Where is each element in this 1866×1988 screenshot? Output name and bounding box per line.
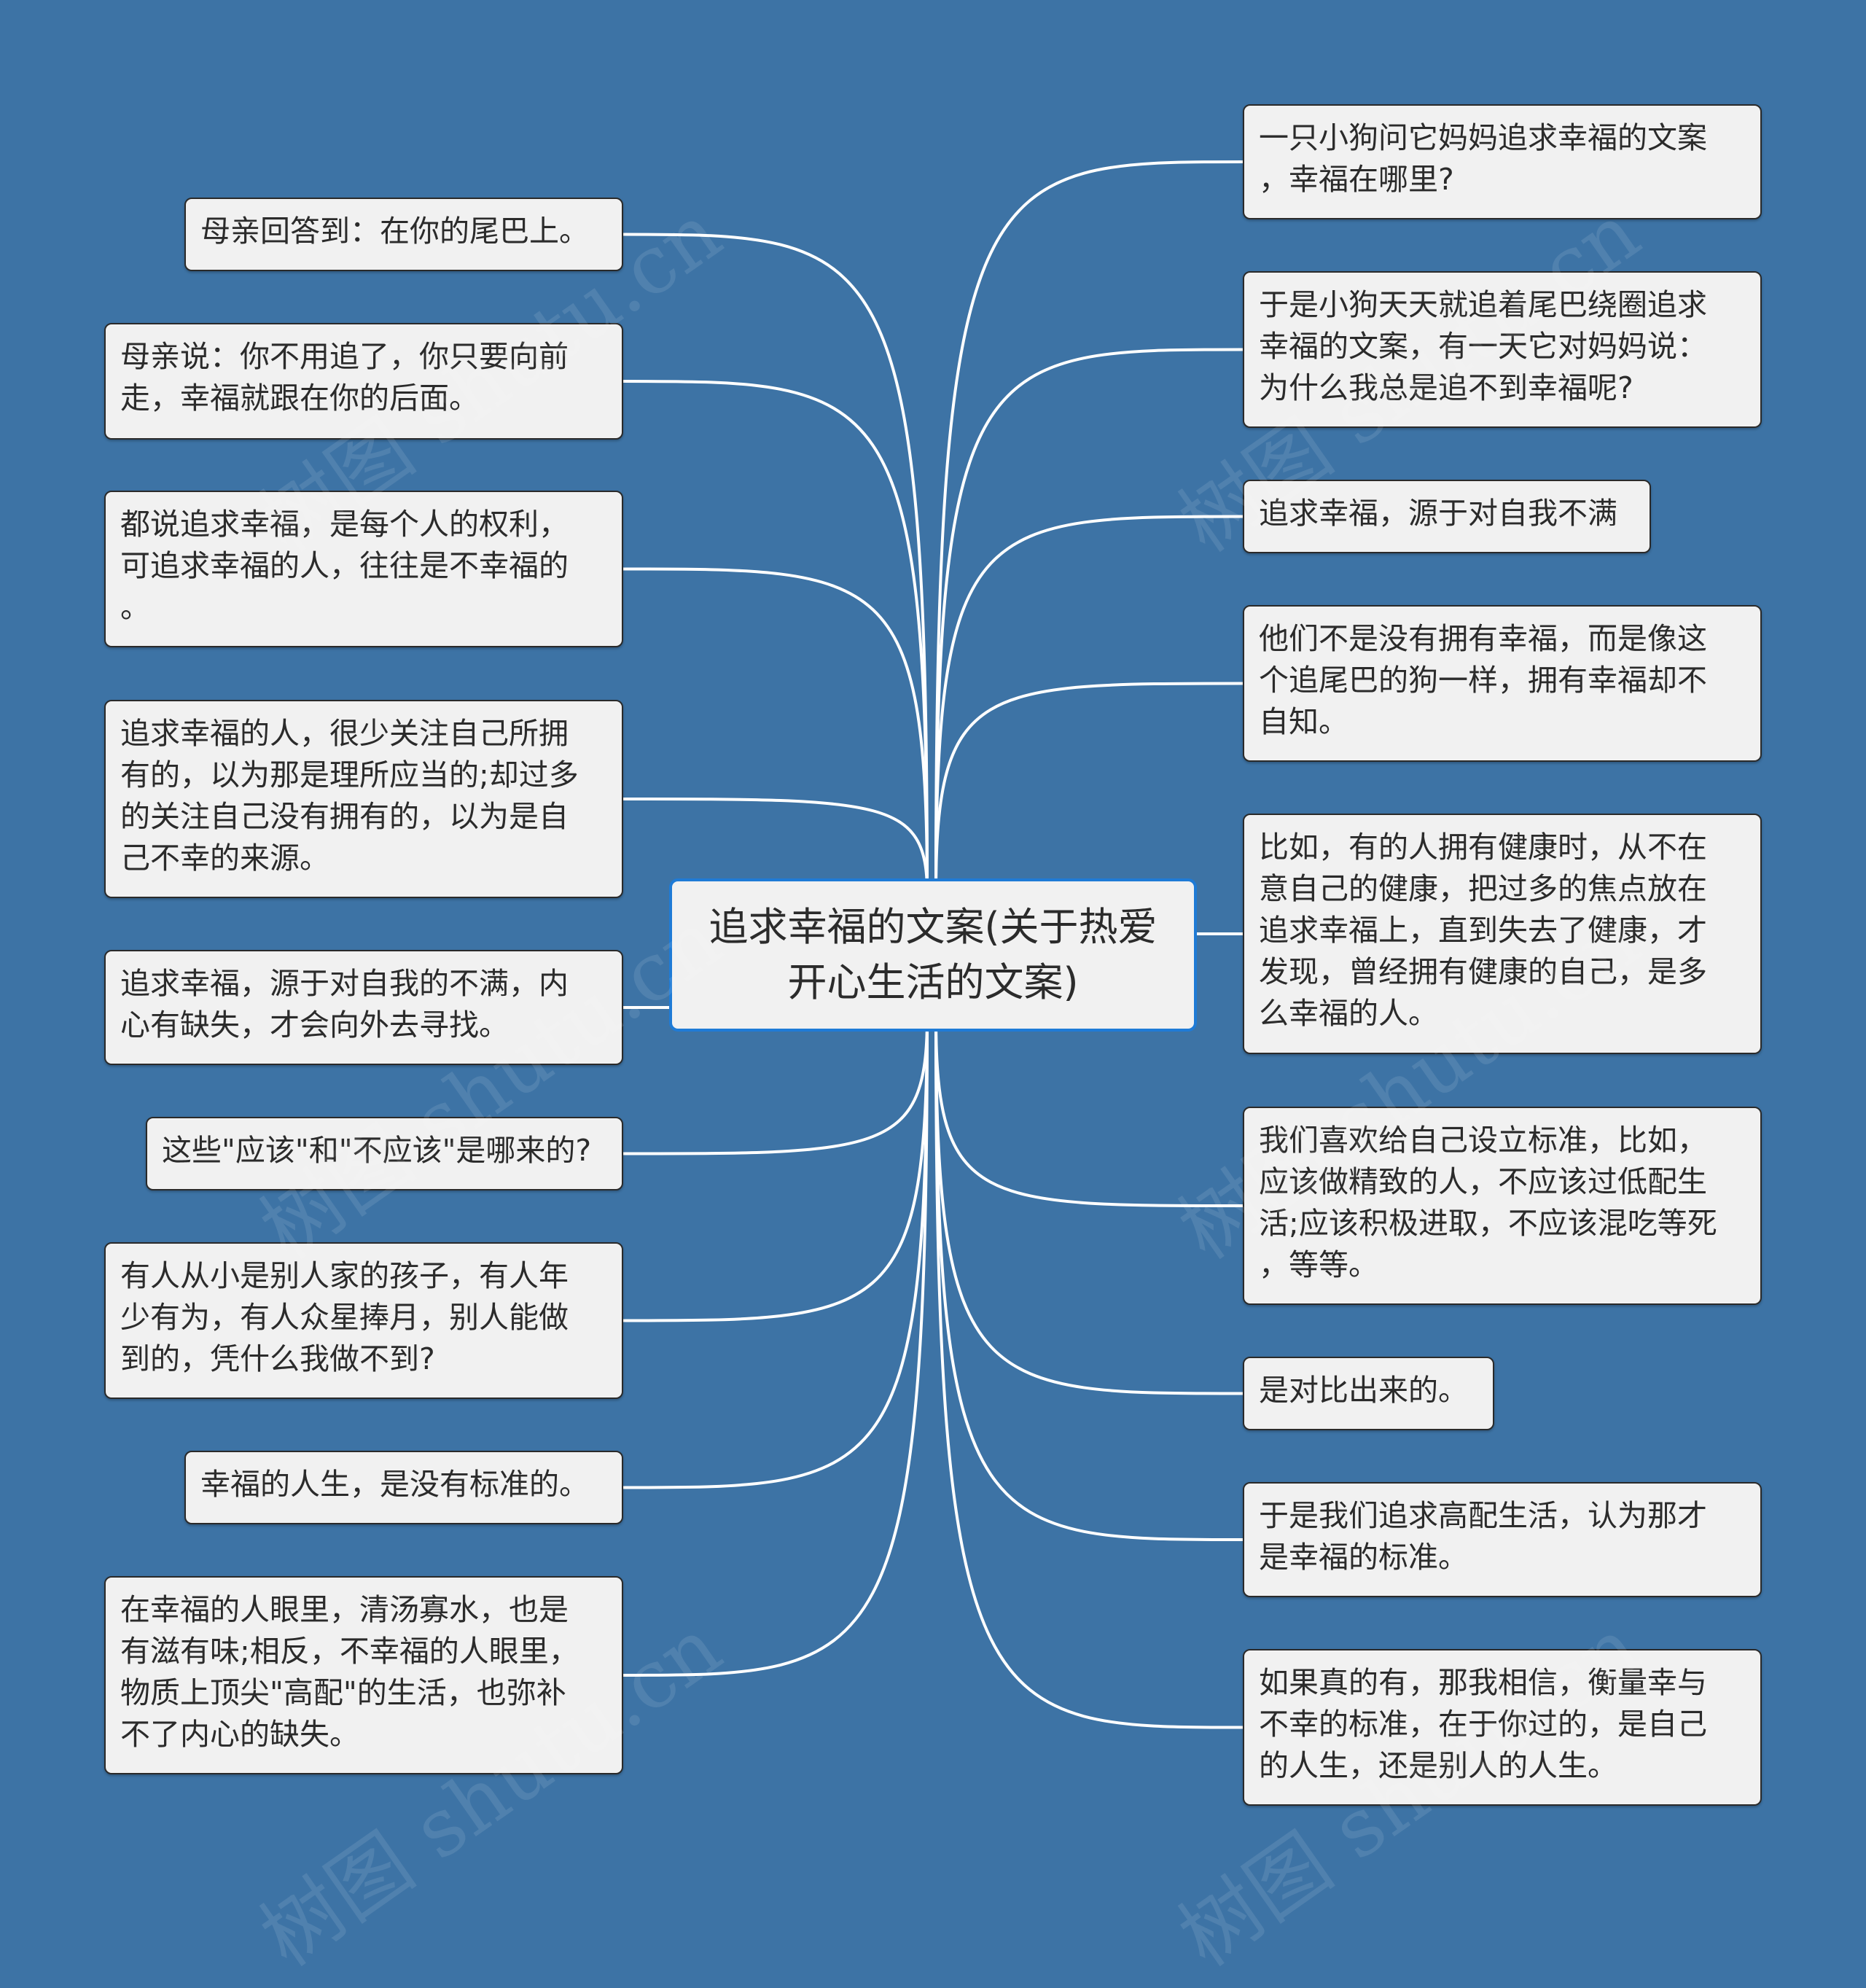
link-layer [622,160,1244,1729]
link-left-7 [622,1016,929,1322]
link-left-3 [622,567,929,894]
link-left-8 [622,1016,929,1489]
link-right-1 [934,160,1244,894]
right-node-5[interactable]: 比如，有的人拥有健康时，从不在 意自己的健康，把过多的焦点放在 追求幸福上，直到… [1243,814,1762,1054]
right-node-1[interactable]: 一只小狗问它妈妈追求幸福的文案 ，幸福在哪里? [1243,104,1762,219]
link-right-6 [934,1016,1244,1207]
left-node-3[interactable]: 都说追求幸福，是每个人的权利， 可追求幸福的人，往往是不幸福的 。 [104,491,623,647]
link-left-9 [622,1016,929,1677]
right-node-6[interactable]: 我们喜欢给自己设立标准，比如， 应该做精致的人，不应该过低配生 活;应该积极进取… [1243,1107,1762,1305]
right-node-9[interactable]: 如果真的有，那我相信，衡量幸与 不幸的标准，在于你过的，是自己 的人生，还是别人… [1243,1649,1762,1806]
link-left-6 [622,1016,929,1155]
left-node-7[interactable]: 有人从小是别人家的孩子，有人年 少有为，有人众星捧月，别人能做 到的，凭什么我做… [104,1242,623,1399]
link-left-1 [622,233,929,894]
link-right-3 [934,515,1244,894]
central-topic[interactable]: 追求幸福的文案(关于热爱 开心生活的文案) [669,878,1197,1032]
left-node-2[interactable]: 母亲说：你不用追了，你只要向前 走，幸福就跟在你的后面。 [104,323,623,440]
right-node-2[interactable]: 于是小狗天天就追着尾巴绕圈追求 幸福的文案，有一天它对妈妈说： 为什么我总是追不… [1243,271,1762,428]
left-node-6[interactable]: 这些"应该"和"不应该"是哪来的? [146,1117,623,1190]
link-right-2 [934,348,1244,894]
left-node-5[interactable]: 追求幸福，源于对自我的不满，内 心有缺失，才会向外去寻找。 [104,950,623,1065]
right-node-3[interactable]: 追求幸福，源于对自我不满 [1243,480,1651,553]
link-right-9 [934,1016,1244,1729]
left-node-8[interactable]: 幸福的人生，是没有标准的。 [184,1451,623,1524]
link-left-2 [622,380,929,894]
link-right-7 [934,1016,1244,1395]
right-node-4[interactable]: 他们不是没有拥有幸福，而是像这 个追尾巴的狗一样，拥有幸福却不 自知。 [1243,605,1762,762]
right-node-7[interactable]: 是对比出来的。 [1243,1357,1494,1430]
link-left-4 [622,798,929,894]
left-node-4[interactable]: 追求幸福的人，很少关注自己所拥 有的，以为那是理所应当的;却过多 的关注自己没有… [104,700,623,898]
left-node-1[interactable]: 母亲回答到：在你的尾巴上。 [184,198,623,271]
link-right-4 [934,682,1244,894]
mind-map: 追求幸福的文案(关于热爱 开心生活的文案) 母亲回答到：在你的尾巴上。 母亲说：… [104,104,1762,1984]
left-node-9[interactable]: 在幸福的人眼里，清汤寡水，也是 有滋有味;相反，不幸福的人眼里， 物质上顶尖"高… [104,1576,623,1774]
right-node-8[interactable]: 于是我们追求高配生活，认为那才 是幸福的标准。 [1243,1482,1762,1597]
link-right-8 [934,1016,1244,1541]
